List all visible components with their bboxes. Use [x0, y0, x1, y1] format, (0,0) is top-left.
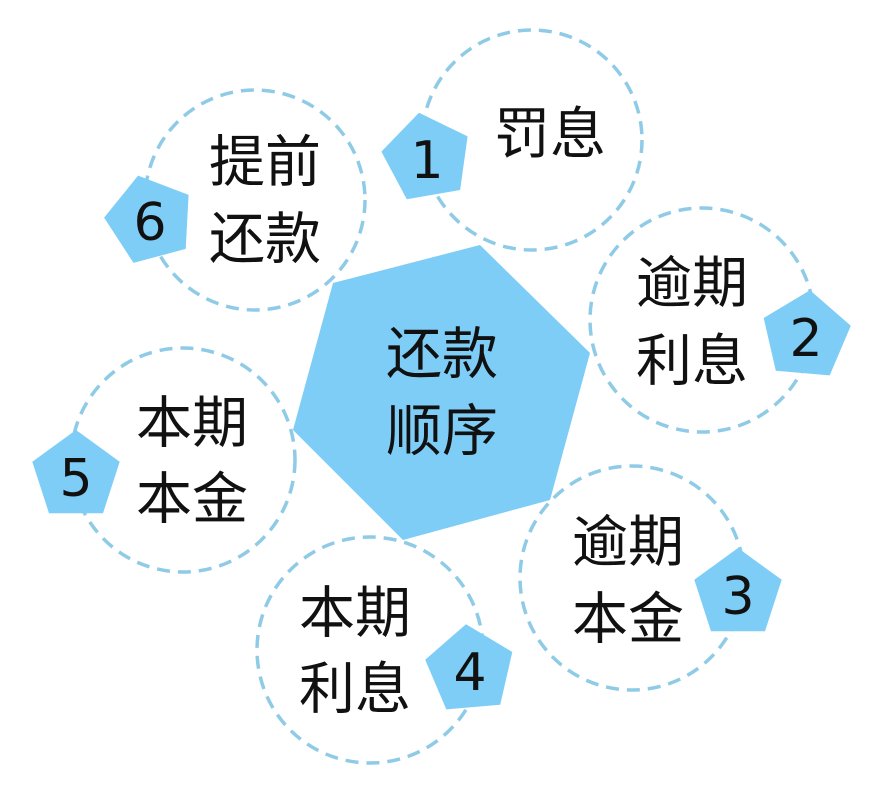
badge-number: 1 — [410, 131, 443, 191]
item-label: 提前 — [209, 131, 321, 196]
item-6: 提前 还款 — [143, 88, 367, 312]
hexagon-shape — [293, 245, 590, 540]
badge-number: 5 — [59, 449, 92, 509]
number-badge-3: 3 — [694, 548, 782, 632]
item-1: 罚息 — [420, 28, 644, 252]
item-label: 本金 — [572, 588, 684, 653]
item-label: 利息 — [636, 330, 748, 395]
item-3: 逾期 本金 — [518, 464, 746, 692]
pentagon-shape — [104, 175, 189, 263]
pentagon-shape — [763, 290, 851, 376]
number-badge-4: 4 — [425, 624, 513, 710]
center-hexagon: 还款 顺序 — [293, 245, 590, 540]
badge-number: 2 — [789, 309, 822, 369]
item-label: 逾期 — [572, 511, 684, 576]
item-5: 本期 本金 — [69, 346, 297, 574]
center-label: 顺序 — [386, 400, 498, 465]
pentagon-shape — [381, 112, 468, 200]
item-label: 本金 — [136, 468, 248, 533]
number-badge-5: 5 — [32, 430, 120, 514]
item-label: 利息 — [299, 658, 411, 723]
pentagon-shape — [425, 624, 513, 710]
badge-number: 3 — [721, 567, 754, 627]
item-label: 本期 — [136, 392, 248, 457]
item-label: 本期 — [299, 582, 411, 647]
item-label: 逾期 — [636, 252, 748, 317]
number-badge-1: 1 — [381, 112, 468, 200]
pentagon-shape — [694, 548, 782, 632]
number-badge-2: 2 — [763, 290, 851, 376]
item-label: 罚息 — [494, 103, 606, 168]
number-badge-6: 6 — [104, 175, 189, 263]
item-label: 还款 — [209, 208, 321, 273]
badge-number: 6 — [133, 193, 166, 253]
dashed-circle — [69, 346, 297, 574]
center-label: 还款 — [386, 323, 498, 388]
pentagon-shape — [32, 430, 120, 514]
badge-number: 4 — [453, 643, 486, 703]
